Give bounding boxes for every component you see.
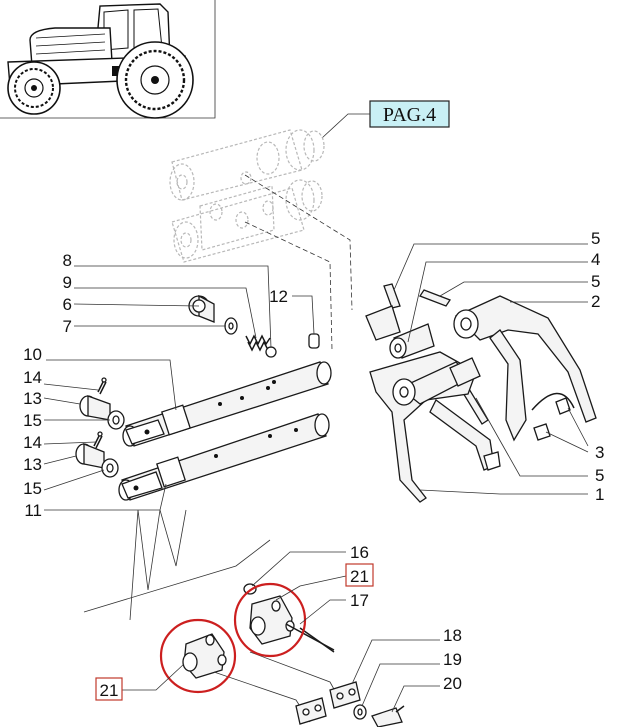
roll-pin-5b[interactable]: [419, 289, 451, 307]
callout-10: 10: [23, 345, 42, 364]
detent-plug[interactable]: [188, 294, 215, 323]
bolt-20[interactable]: [371, 705, 405, 727]
boxed-callout-border: [345, 563, 374, 587]
lower-assembly-guide-lines: [83, 509, 271, 621]
pin-12[interactable]: [308, 333, 320, 349]
boxed-callout-21-lower[interactable]: 21: [95, 677, 123, 701]
roll-pin-5a[interactable]: [383, 283, 401, 309]
washer-19[interactable]: [353, 704, 367, 720]
callout-labels: 8 9 6 7 12 10 14 13 15 14 13 15 11 5 4 5…: [23, 229, 604, 693]
callout-14-lower: 14: [23, 433, 42, 452]
callout-17: 17: [350, 591, 369, 610]
shift-rod-lower[interactable]: [118, 413, 330, 501]
callout-5-bottom: 5: [595, 466, 604, 485]
callout-1: 1: [595, 485, 604, 504]
page-reference-leader: [321, 113, 370, 139]
ghost-leader-lower: [244, 221, 333, 351]
selector-bush-4[interactable]: [389, 323, 435, 359]
shift-rod-upper[interactable]: [122, 361, 332, 447]
detent-ball[interactable]: [265, 346, 277, 358]
boxed-callout-21-upper[interactable]: 21: [345, 563, 374, 587]
callout-9: 9: [63, 273, 72, 292]
plate-18[interactable]: [329, 681, 361, 709]
block-21-lower[interactable]: [182, 633, 227, 679]
callout-13-upper: 13: [23, 389, 42, 408]
callout-4: 4: [591, 250, 600, 269]
leader-lines: [43, 243, 589, 713]
thumbnail-frame: [0, 0, 216, 119]
boxed-callout-21-upper-label: 21: [350, 567, 369, 586]
tractor-icon: [7, 3, 194, 119]
split-pin-upper[interactable]: [97, 377, 107, 395]
ghost-leader-upper: [244, 174, 353, 311]
washer-lower[interactable]: [101, 458, 119, 478]
washer-upper[interactable]: [107, 410, 125, 430]
callout-20: 20: [443, 674, 462, 693]
clevis-pin-upper[interactable]: [79, 395, 111, 421]
callout-2: 2: [591, 292, 600, 311]
callout-11: 11: [24, 501, 42, 520]
tractor-thumbnail[interactable]: [0, 0, 216, 119]
callout-12: 12: [269, 287, 288, 306]
page-reference-label: PAG.4: [383, 104, 436, 126]
callout-15-lower: 15: [23, 479, 42, 498]
clevis-pin-lower[interactable]: [75, 443, 105, 469]
block-21-upper[interactable]: [249, 595, 335, 651]
callout-15-upper: 15: [23, 411, 42, 430]
page-reference-box[interactable]: PAG.4: [369, 100, 450, 128]
callout-7: 7: [63, 317, 72, 336]
rod-17[interactable]: [299, 627, 335, 653]
callout-5-second: 5: [591, 272, 600, 291]
callout-18: 18: [443, 626, 462, 645]
callout-5-top: 5: [591, 229, 600, 248]
callout-14-upper: 14: [23, 368, 42, 387]
callout-3: 3: [595, 443, 604, 462]
detent-washer[interactable]: [224, 317, 238, 335]
boxed-callout-border: [95, 677, 123, 701]
callout-6: 6: [63, 295, 72, 314]
shift-fork-2[interactable]: [453, 295, 597, 442]
ghost-reference-assembly: [169, 129, 325, 263]
detent-spring[interactable]: [245, 334, 271, 352]
upper-fork-block[interactable]: [365, 305, 401, 341]
plate-lower[interactable]: [295, 697, 327, 725]
boxed-callout-21-lower-label: 21: [100, 681, 119, 700]
callout-19: 19: [443, 650, 462, 669]
split-pin-lower[interactable]: [93, 431, 103, 449]
callout-8: 8: [63, 251, 72, 270]
callout-16: 16: [350, 543, 369, 562]
callout-13-lower: 13: [23, 455, 42, 474]
highlight-circle-lower: [159, 618, 237, 694]
shift-fork-1[interactable]: [369, 351, 501, 503]
